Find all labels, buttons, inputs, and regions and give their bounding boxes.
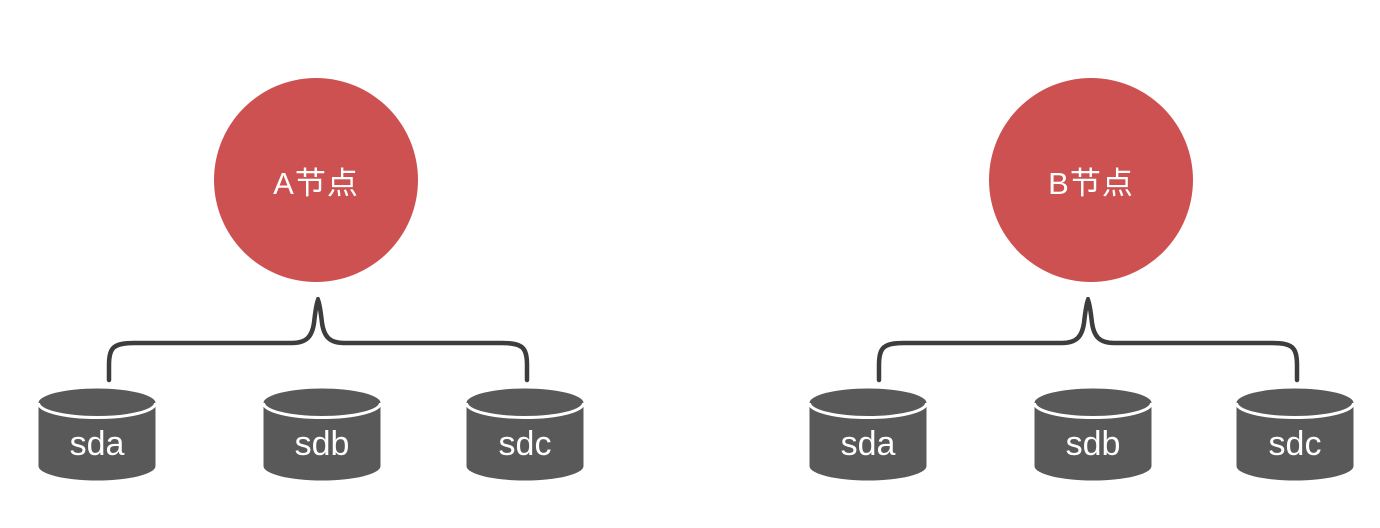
disk-cylinder-icon — [37, 388, 157, 481]
disk-b-sdc: sdc — [1235, 387, 1355, 482]
disk-label: sda — [840, 425, 896, 463]
disk-b-sda: sda — [808, 387, 928, 482]
disk-label: sdc — [1268, 425, 1322, 463]
disk-cylinder-icon — [262, 388, 382, 481]
node-a-circle: A节点 — [214, 78, 418, 282]
disk-cylinder-icon — [1235, 388, 1355, 481]
disk-cylinder-icon — [1033, 388, 1153, 481]
disk-cylinder-icon — [808, 388, 928, 481]
brace-connector-a — [106, 297, 530, 383]
disk-label: sdb — [1065, 425, 1121, 463]
disk-a-sdc: sdc — [465, 387, 585, 482]
disk-a-sda: sda — [37, 387, 157, 482]
node-b-circle: B节点 — [989, 78, 1193, 282]
node-a-label: A节点 — [273, 165, 359, 201]
disk-label: sdc — [498, 425, 552, 463]
disk-a-sdb: sdb — [262, 387, 382, 482]
brace-connector-b — [876, 297, 1300, 383]
disk-b-sdb: sdb — [1033, 387, 1153, 482]
disk-cylinder-icon — [465, 388, 585, 481]
disk-label: sda — [69, 425, 125, 463]
disk-label: sdb — [294, 425, 350, 463]
node-b-label: B节点 — [1048, 165, 1134, 201]
